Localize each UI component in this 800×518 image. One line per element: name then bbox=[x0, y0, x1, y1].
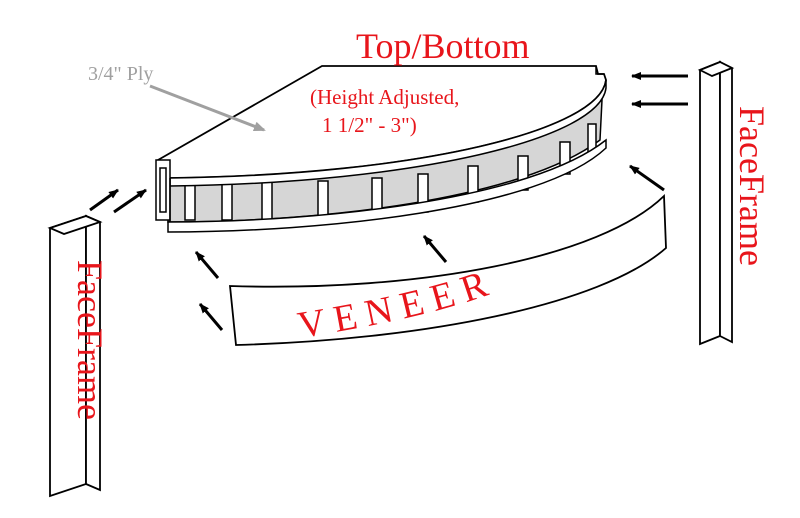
left-end-detail bbox=[155, 159, 171, 222]
arrow-left-2 bbox=[113, 188, 147, 214]
label-face-frame-right: FaceFrame bbox=[732, 106, 772, 266]
face-frame-left-part bbox=[47, 214, 103, 498]
face-frame-right-part bbox=[697, 60, 735, 346]
label-veneer-path: VENEER bbox=[295, 260, 492, 347]
arrow-veneer-1 bbox=[194, 251, 220, 279]
cabinet-shelf bbox=[155, 65, 607, 233]
veneer-face bbox=[229, 193, 667, 346]
arrow-veneer-2 bbox=[198, 303, 224, 331]
label-height-adjusted-1: (Height Adjusted, bbox=[310, 85, 459, 109]
ply-arrow bbox=[149, 84, 266, 132]
label-height-adjusted-2: 1 1/2" - 3") bbox=[322, 113, 417, 137]
label-veneer: VENEER bbox=[295, 260, 501, 347]
arrow-left-1 bbox=[89, 188, 119, 212]
veneer-strip bbox=[229, 193, 667, 346]
top-panel-edge bbox=[169, 79, 607, 187]
shelf-bottom-edge bbox=[167, 138, 607, 233]
arrow-veneer-3 bbox=[422, 235, 448, 263]
label-top-bottom: Top/Bottom bbox=[356, 26, 530, 66]
arrows bbox=[89, 72, 688, 331]
rear-notch bbox=[595, 66, 604, 75]
label-ply: 3/4" Ply bbox=[88, 63, 153, 85]
arrow-veneer-4 bbox=[629, 164, 665, 192]
label-face-frame-left: FaceFrame bbox=[70, 260, 110, 420]
